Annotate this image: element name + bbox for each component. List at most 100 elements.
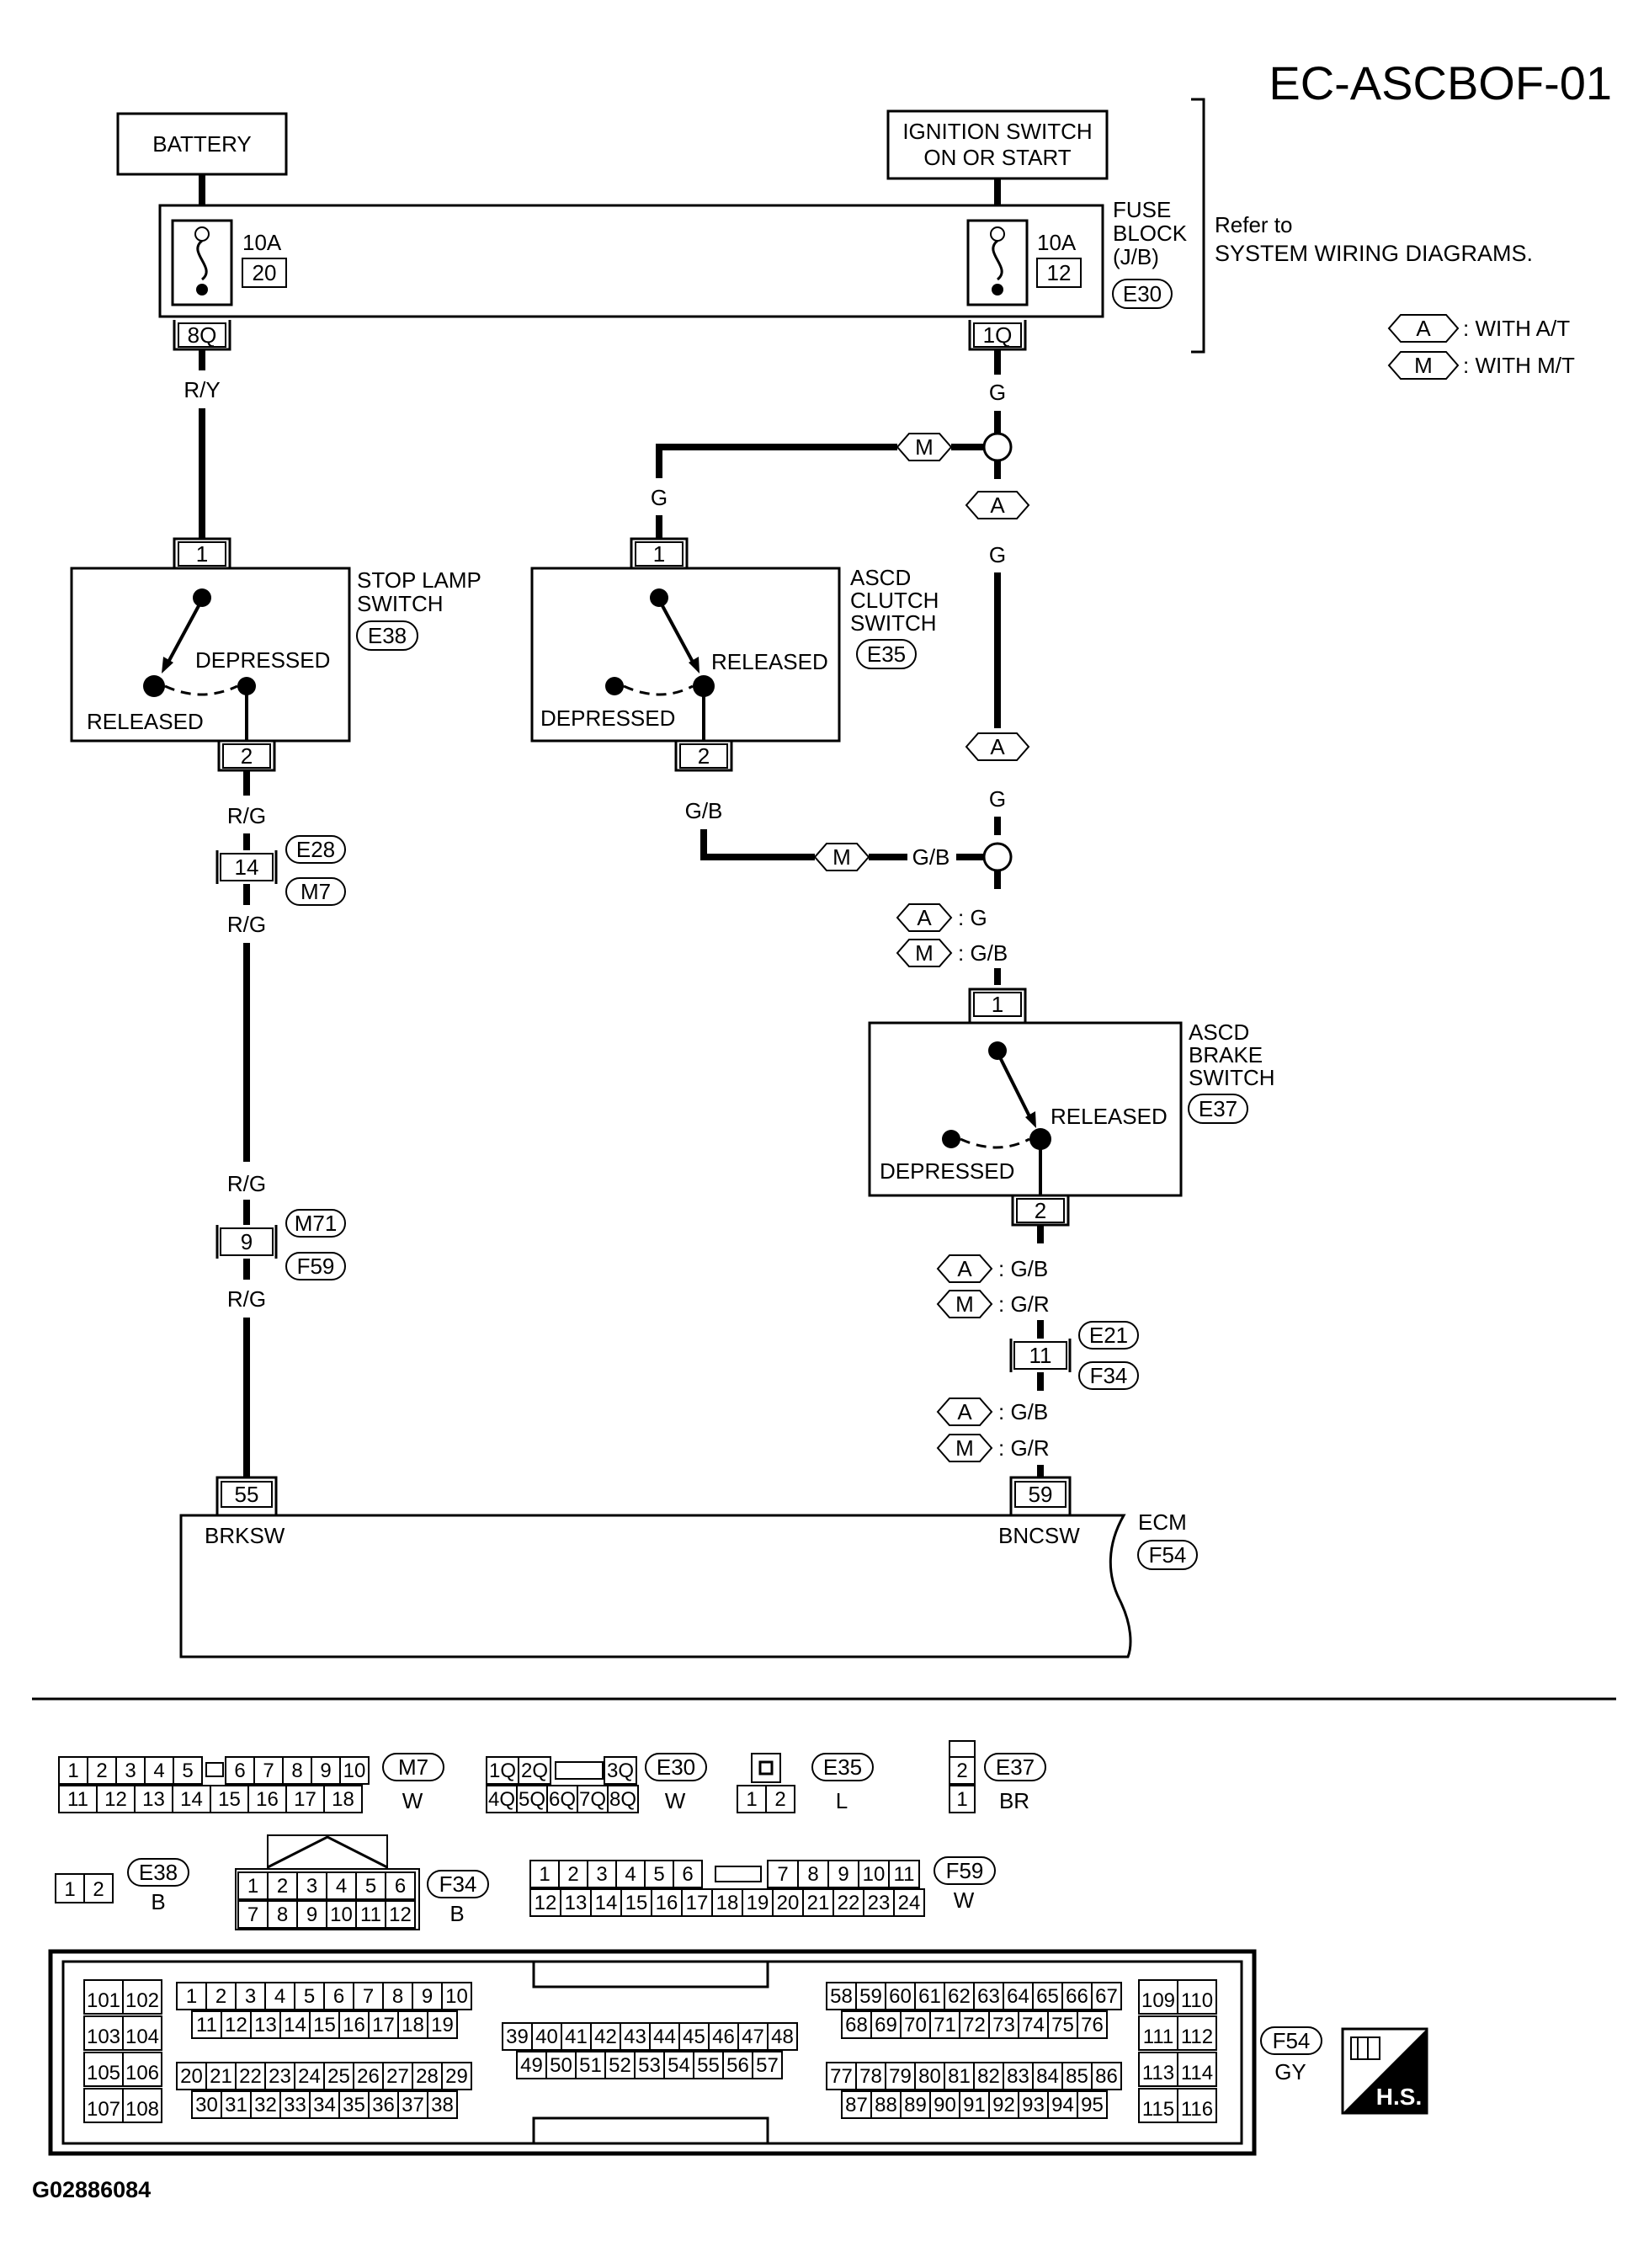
wire-rg-1: R/G xyxy=(227,803,266,828)
f54-pin-32: 32 xyxy=(254,2094,277,2116)
pin-cell xyxy=(58,1756,88,1785)
spec-a-2-wire: : G/B xyxy=(998,1256,1048,1281)
f34-pin-4: 4 xyxy=(336,1875,347,1898)
f54-pin-72: 72 xyxy=(963,2014,986,2036)
pin-cell xyxy=(1032,2062,1063,2090)
f54-pin-16: 16 xyxy=(343,2014,365,2036)
svg-text:14: 14 xyxy=(235,854,259,880)
f34-pin-1: 1 xyxy=(247,1875,258,1898)
pin-cell xyxy=(929,2010,960,2039)
f54-pin-113: 113 xyxy=(1142,2062,1174,2084)
ecm-pin-55: 55 xyxy=(235,1482,259,1507)
spec-a-3-wire: : G/B xyxy=(998,1399,1048,1424)
pin-cell xyxy=(561,2022,592,2051)
pin-cell xyxy=(294,2062,325,2090)
f54-pin-51: 51 xyxy=(579,2054,602,2077)
f54-pin-39: 39 xyxy=(506,2026,529,2048)
stop-lamp-switch: 1 DEPRESSED RELEASED 2 STOP LAMP SWITCH … xyxy=(70,537,481,772)
pin-cell xyxy=(385,1871,416,1900)
f54-pin-62: 62 xyxy=(948,1985,971,2008)
f54-pin-106: 106 xyxy=(125,2062,159,2084)
fuse-block-label-2: BLOCK xyxy=(1113,221,1188,246)
fuse-block-connector: E30 xyxy=(1123,281,1162,306)
f54-pin-83: 83 xyxy=(1007,2065,1029,2088)
f54-pin-56: 56 xyxy=(726,2054,749,2077)
f54-pin-82: 82 xyxy=(977,2065,1000,2088)
f54-pin-108: 108 xyxy=(125,2098,159,2121)
f54-pin-63: 63 xyxy=(977,1985,1000,2008)
pin-cell xyxy=(722,2051,753,2079)
pin-cell xyxy=(1018,2010,1049,2039)
diagram-id: EC-ASCBOF-01 xyxy=(1269,56,1612,109)
pin-cell xyxy=(221,2010,252,2039)
pin-cell xyxy=(858,1860,890,1888)
pin-cell xyxy=(767,2022,798,2051)
f54-pin-42: 42 xyxy=(594,2026,617,2048)
pin-cell xyxy=(893,1888,925,1917)
pin-cell xyxy=(644,1860,674,1888)
fuse-20-amp: 10A xyxy=(242,230,282,255)
f34-pin-6: 6 xyxy=(395,1875,406,1898)
stop-lamp-depressed: DEPRESSED xyxy=(195,647,330,673)
f54-pin-29: 29 xyxy=(445,2065,468,2088)
f59-pin-3: 3 xyxy=(596,1863,607,1886)
f54-pin-4: 4 xyxy=(274,1985,285,2008)
pin-cell xyxy=(296,1900,327,1929)
m7-pin-12: 12 xyxy=(104,1788,127,1811)
pin-cell xyxy=(518,1756,551,1785)
pin-cell xyxy=(311,1756,341,1785)
f54-pin-93: 93 xyxy=(1022,2094,1045,2116)
f59-pin-4: 4 xyxy=(625,1863,636,1886)
pin-cell xyxy=(296,1871,327,1900)
pin-cell xyxy=(412,2062,443,2090)
pin-cell xyxy=(96,1785,136,1813)
svg-text:2: 2 xyxy=(698,743,710,769)
f54-pin-53: 53 xyxy=(638,2054,661,2077)
brake-released: RELEASED xyxy=(1051,1104,1168,1129)
pin-cell xyxy=(560,1888,592,1917)
f54-pin-80: 80 xyxy=(918,2065,941,2088)
f34-pin-5: 5 xyxy=(365,1875,376,1898)
pin-cell xyxy=(531,2022,562,2051)
branch-m-top: M xyxy=(915,434,934,460)
pin-cell xyxy=(122,2015,162,2051)
connector-id-E30: E30 xyxy=(657,1754,695,1780)
f34-pin-11: 11 xyxy=(360,1903,381,1926)
connector-color: GY xyxy=(1274,2059,1306,2084)
pin-cell xyxy=(83,2015,124,2051)
pin-cell xyxy=(737,1785,767,1813)
f54-pin-45: 45 xyxy=(683,2026,705,2048)
e35-pin-2: 2 xyxy=(774,1788,785,1811)
f54-pin-77: 77 xyxy=(830,2065,853,2088)
connector-id-E37: E37 xyxy=(996,1754,1035,1780)
battery-box: BATTERY xyxy=(116,112,288,176)
e30-pin-8Q: 8Q xyxy=(609,1788,636,1811)
pin-cell xyxy=(427,2090,458,2119)
f54-pin-90: 90 xyxy=(934,2094,956,2116)
f54-pin-67: 67 xyxy=(1095,1985,1118,2008)
pin-cell xyxy=(427,2010,458,2039)
f54-pin-87: 87 xyxy=(845,2094,868,2116)
connector-id-E35: E35 xyxy=(823,1754,862,1780)
f54-pin-84: 84 xyxy=(1036,2065,1059,2088)
clutch-label-1: ASCD xyxy=(850,565,911,590)
clutch-released: RELEASED xyxy=(711,649,828,674)
f54-pin-110: 110 xyxy=(1181,1989,1213,2012)
pin-cell xyxy=(1177,2015,1217,2051)
f54-pin-44: 44 xyxy=(653,2026,676,2048)
m7-pin-10: 10 xyxy=(343,1760,366,1782)
spec-m-1: M xyxy=(915,940,934,966)
pin-cell xyxy=(651,1888,683,1917)
f59-pin-17: 17 xyxy=(686,1892,709,1914)
f54-pin-40: 40 xyxy=(535,2026,558,2048)
pin-cell xyxy=(382,1982,413,2010)
pin-cell xyxy=(1091,1982,1122,2010)
figure-code: G02886084 xyxy=(32,2177,151,2202)
f54-pin-101: 101 xyxy=(87,1989,120,2012)
f59-pin-19: 19 xyxy=(747,1892,769,1914)
f59-pin-21: 21 xyxy=(807,1892,830,1914)
joint-14: 14 E28 M7 xyxy=(215,835,346,906)
m7-pin-7: 7 xyxy=(263,1760,274,1782)
svg-text:9: 9 xyxy=(241,1229,253,1254)
